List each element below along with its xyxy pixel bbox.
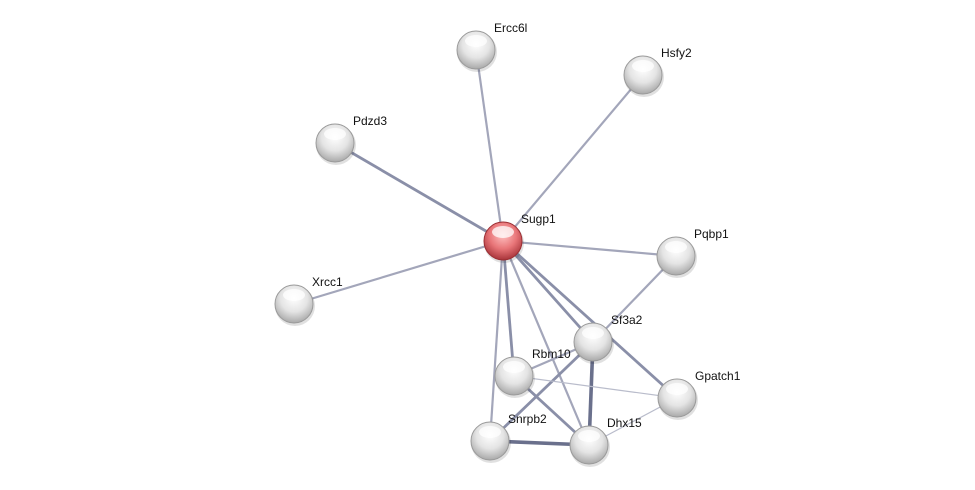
node-sf3a2[interactable]: Sf3a2 <box>573 313 643 364</box>
node-rbm10[interactable]: Rbm10 <box>494 347 571 398</box>
node-xrcc1[interactable]: Xrcc1 <box>274 275 343 326</box>
edge-sugp1-gpatch1[interactable] <box>502 239 678 400</box>
node-label: Sugp1 <box>521 212 556 226</box>
node-highlight <box>665 241 687 253</box>
node-pqbp1[interactable]: Pqbp1 <box>656 227 729 278</box>
node-label: Ercc6l <box>494 21 527 35</box>
node-gpatch1[interactable]: Gpatch1 <box>657 369 741 420</box>
node-highlight <box>479 426 501 438</box>
node-highlight <box>578 430 600 442</box>
edge-sugp1-snrpb2[interactable] <box>488 240 505 442</box>
node-highlight <box>503 361 525 373</box>
edge-sugp1-sf3a2[interactable] <box>501 240 595 343</box>
edge-sugp1-dhx15[interactable] <box>501 240 591 446</box>
node-label: Pqbp1 <box>694 227 729 241</box>
node-snrpb2[interactable]: Snrpb2 <box>470 412 547 463</box>
node-highlight <box>283 289 305 301</box>
edge-sugp1-pqbp1[interactable] <box>502 239 677 258</box>
node-label: Pdzd3 <box>353 114 387 128</box>
node-highlight <box>324 128 346 140</box>
node-label: Snrpb2 <box>508 412 547 426</box>
node-label: Sf3a2 <box>611 313 643 327</box>
node-sugp1[interactable]: Sugp1 <box>483 212 556 263</box>
node-label: Hsfy2 <box>661 46 692 60</box>
node-ercc6l[interactable]: Ercc6l <box>456 21 527 72</box>
node-highlight <box>632 60 654 72</box>
node-label: Xrcc1 <box>312 275 343 289</box>
node-highlight <box>582 327 604 339</box>
edge-rbm10-gpatch1[interactable] <box>513 375 678 399</box>
node-highlight <box>666 383 688 395</box>
edge-sugp1-rbm10[interactable] <box>501 240 516 377</box>
edge-sugp1-xrcc1[interactable] <box>293 239 504 306</box>
edge-sf3a2-snrpb2[interactable] <box>489 340 594 443</box>
node-label: Dhx15 <box>607 416 642 430</box>
edge-sugp1-pdzd3[interactable] <box>334 141 504 243</box>
node-dhx15[interactable]: Dhx15 <box>569 416 642 467</box>
node-label: Rbm10 <box>532 347 571 361</box>
node-label: Gpatch1 <box>695 369 741 383</box>
node-highlight <box>465 35 487 47</box>
edge-pqbp1-sf3a2[interactable] <box>592 255 677 343</box>
edge-sugp1-hsfy2[interactable] <box>502 74 644 242</box>
node-highlight <box>492 226 514 238</box>
node-hsfy2[interactable]: Hsfy2 <box>623 46 692 97</box>
node-pdzd3[interactable]: Pdzd3 <box>315 114 387 165</box>
edge-sugp1-ercc6l[interactable] <box>474 49 505 242</box>
